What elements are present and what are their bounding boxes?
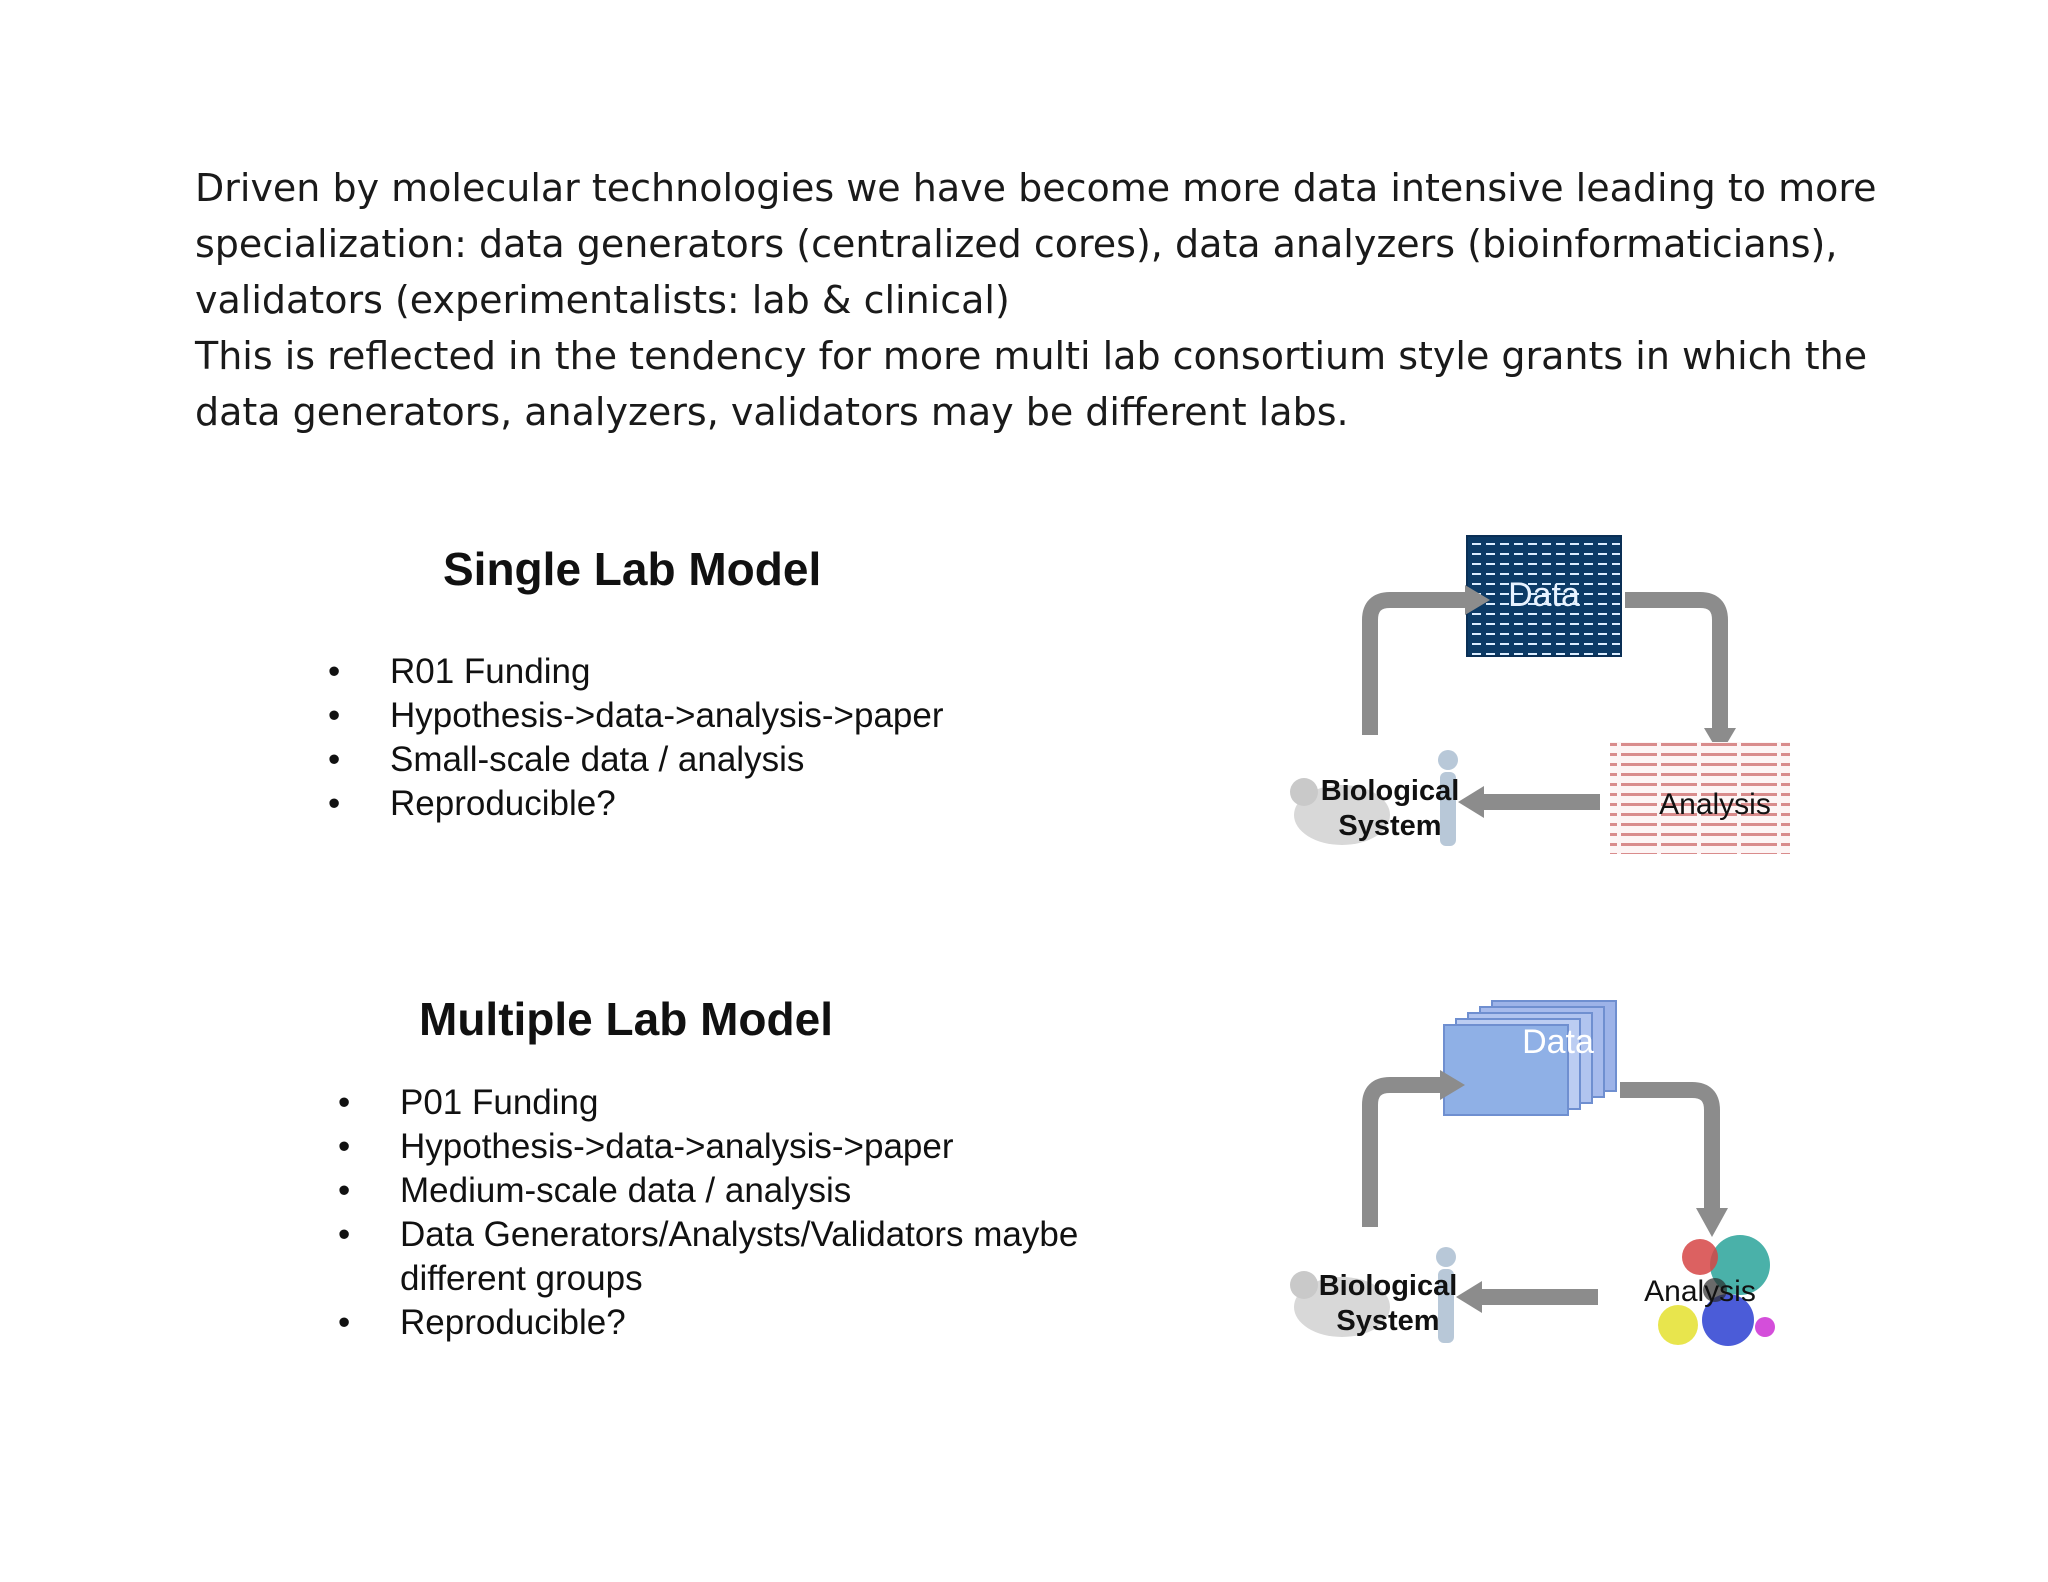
list-item: R01 Funding [328, 650, 944, 694]
data-label: Data [1522, 1023, 1594, 1061]
analysis-tile: Analysis [1610, 742, 1790, 854]
biological-system-icon: Biological System [1290, 1247, 1457, 1343]
single-lab-bullets: R01 Funding Hypothesis->data->analysis->… [328, 650, 944, 826]
single-lab-cycle-diagram: Data Analysis Biological System [1290, 535, 1790, 854]
intro-paragraph-2: This is reflected in the tendency for mo… [195, 334, 1868, 434]
bio-label-line1: Biological [1319, 1270, 1458, 1302]
intro-paragraph-1: Driven by molecular technologies we have… [195, 166, 1877, 322]
arrow-data-to-analysis [1620, 1082, 1720, 1210]
data-stack: Data [1443, 1000, 1617, 1116]
single-lab-title: Single Lab Model [443, 543, 822, 595]
network-analysis-icon: Analysis [1644, 1235, 1775, 1346]
list-item: Hypothesis->data->analysis->paper [328, 694, 944, 738]
intro-text: Driven by molecular technologies we have… [195, 160, 1915, 440]
multiple-lab-title: Multiple Lab Model [419, 993, 833, 1045]
list-item: Data Generators/Analysts/Validators mayb… [338, 1213, 1138, 1301]
analysis-label: Analysis [1659, 788, 1771, 821]
biological-system-icon: Biological System [1290, 750, 1459, 846]
bio-label-line2: System [1336, 1305, 1439, 1337]
arrow-bio-to-data [1362, 592, 1465, 735]
data-tile: Data [1466, 535, 1622, 657]
list-item: Hypothesis->data->analysis->paper [338, 1125, 1138, 1169]
list-item: Reproducible? [338, 1301, 1138, 1345]
multiple-lab-cycle-diagram: Data Analysis Biological System [1290, 1000, 1775, 1346]
data-label: Data [1508, 576, 1580, 614]
arrow-data-to-analysis [1625, 592, 1728, 730]
arrow-bio-to-data [1362, 1077, 1440, 1227]
bio-label-line2: System [1338, 810, 1441, 842]
multiple-lab-bullets: P01 Funding Hypothesis->data->analysis->… [338, 1081, 1138, 1345]
list-item: Reproducible? [328, 782, 944, 826]
list-item: P01 Funding [338, 1081, 1138, 1125]
analysis-label: Analysis [1644, 1275, 1756, 1308]
list-item: Small-scale data / analysis [328, 738, 944, 782]
bio-label-line1: Biological [1321, 775, 1460, 807]
list-item: Medium-scale data / analysis [338, 1169, 1138, 1213]
